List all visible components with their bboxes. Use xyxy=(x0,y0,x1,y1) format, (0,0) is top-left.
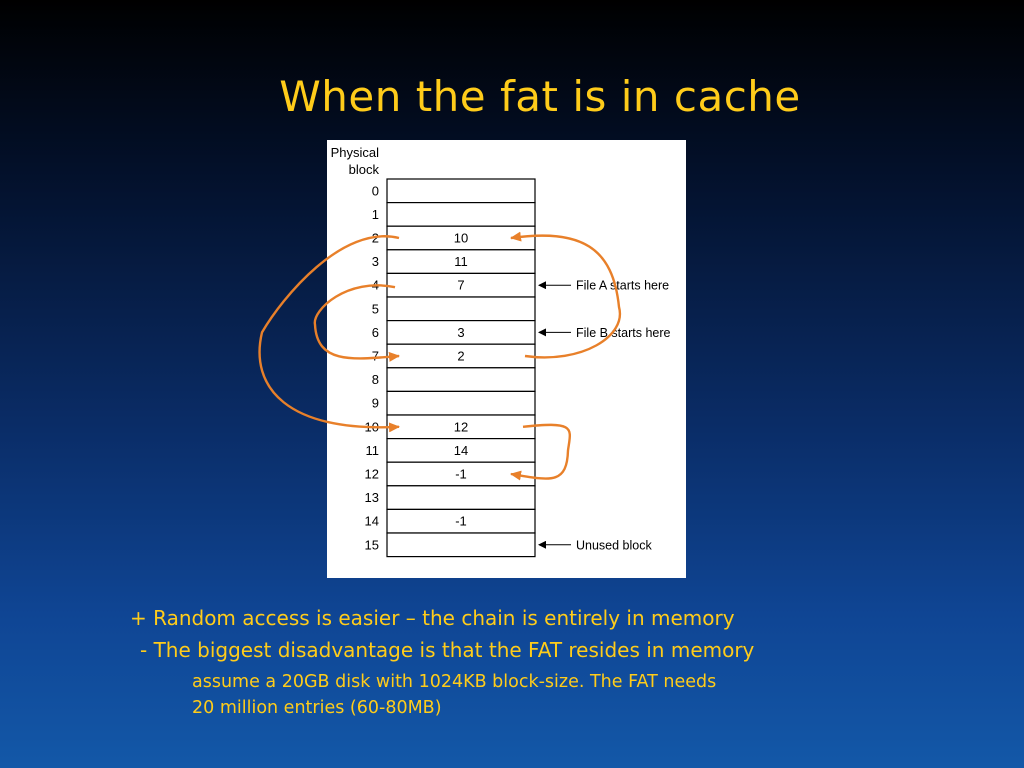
block-index: 11 xyxy=(366,443,380,458)
block-cell xyxy=(386,485,536,510)
bullet-disadvantage: - The biggest disadvantage is that the F… xyxy=(140,638,755,662)
chain-arrow xyxy=(258,235,400,433)
block-cell xyxy=(386,532,536,558)
block-index: 15 xyxy=(365,537,379,552)
block-index: 0 xyxy=(372,183,379,198)
block-index: 12 xyxy=(365,467,379,482)
block-value: 3 xyxy=(457,325,464,340)
block-cell xyxy=(386,296,536,322)
block-index: 6 xyxy=(372,325,379,340)
chain-arrow xyxy=(510,423,572,481)
annotation-label: Unused block xyxy=(576,538,652,552)
block-index: 14 xyxy=(365,514,379,529)
block-value: -1 xyxy=(455,467,467,482)
block-cell xyxy=(386,367,536,393)
block-value: 2 xyxy=(457,349,464,364)
bullet-detail-2: 20 million entries (60-80MB) xyxy=(192,698,442,718)
block-cell xyxy=(386,178,536,204)
block-value: 11 xyxy=(454,254,468,269)
bullet-advantage: + Random access is easier – the chain is… xyxy=(130,606,735,630)
block-value: 7 xyxy=(457,278,464,293)
annotation-label: File A starts here xyxy=(576,279,669,293)
bullet-detail-1: assume a 20GB disk with 1024KB block-siz… xyxy=(192,672,717,692)
block-index: 7 xyxy=(372,349,379,364)
annotation-label: File B starts here xyxy=(576,326,671,340)
block-index: 8 xyxy=(372,372,379,387)
block-index: 1 xyxy=(372,207,379,222)
chain-arrow xyxy=(510,231,622,359)
block-index: 3 xyxy=(372,254,379,269)
header-block: block xyxy=(349,162,380,177)
block-index: 9 xyxy=(372,396,379,411)
slide-title: When the fat is in cache xyxy=(279,72,801,121)
block-value: 14 xyxy=(454,443,468,458)
chain-arrow xyxy=(313,284,400,362)
block-index: 13 xyxy=(365,490,379,505)
block-cell xyxy=(386,201,536,227)
block-value: 12 xyxy=(454,419,468,434)
block-index: 5 xyxy=(372,301,379,316)
block-cell xyxy=(386,390,536,416)
block-value: 10 xyxy=(454,231,468,246)
header-physical: Physical xyxy=(331,145,380,160)
block-value: -1 xyxy=(455,514,467,529)
